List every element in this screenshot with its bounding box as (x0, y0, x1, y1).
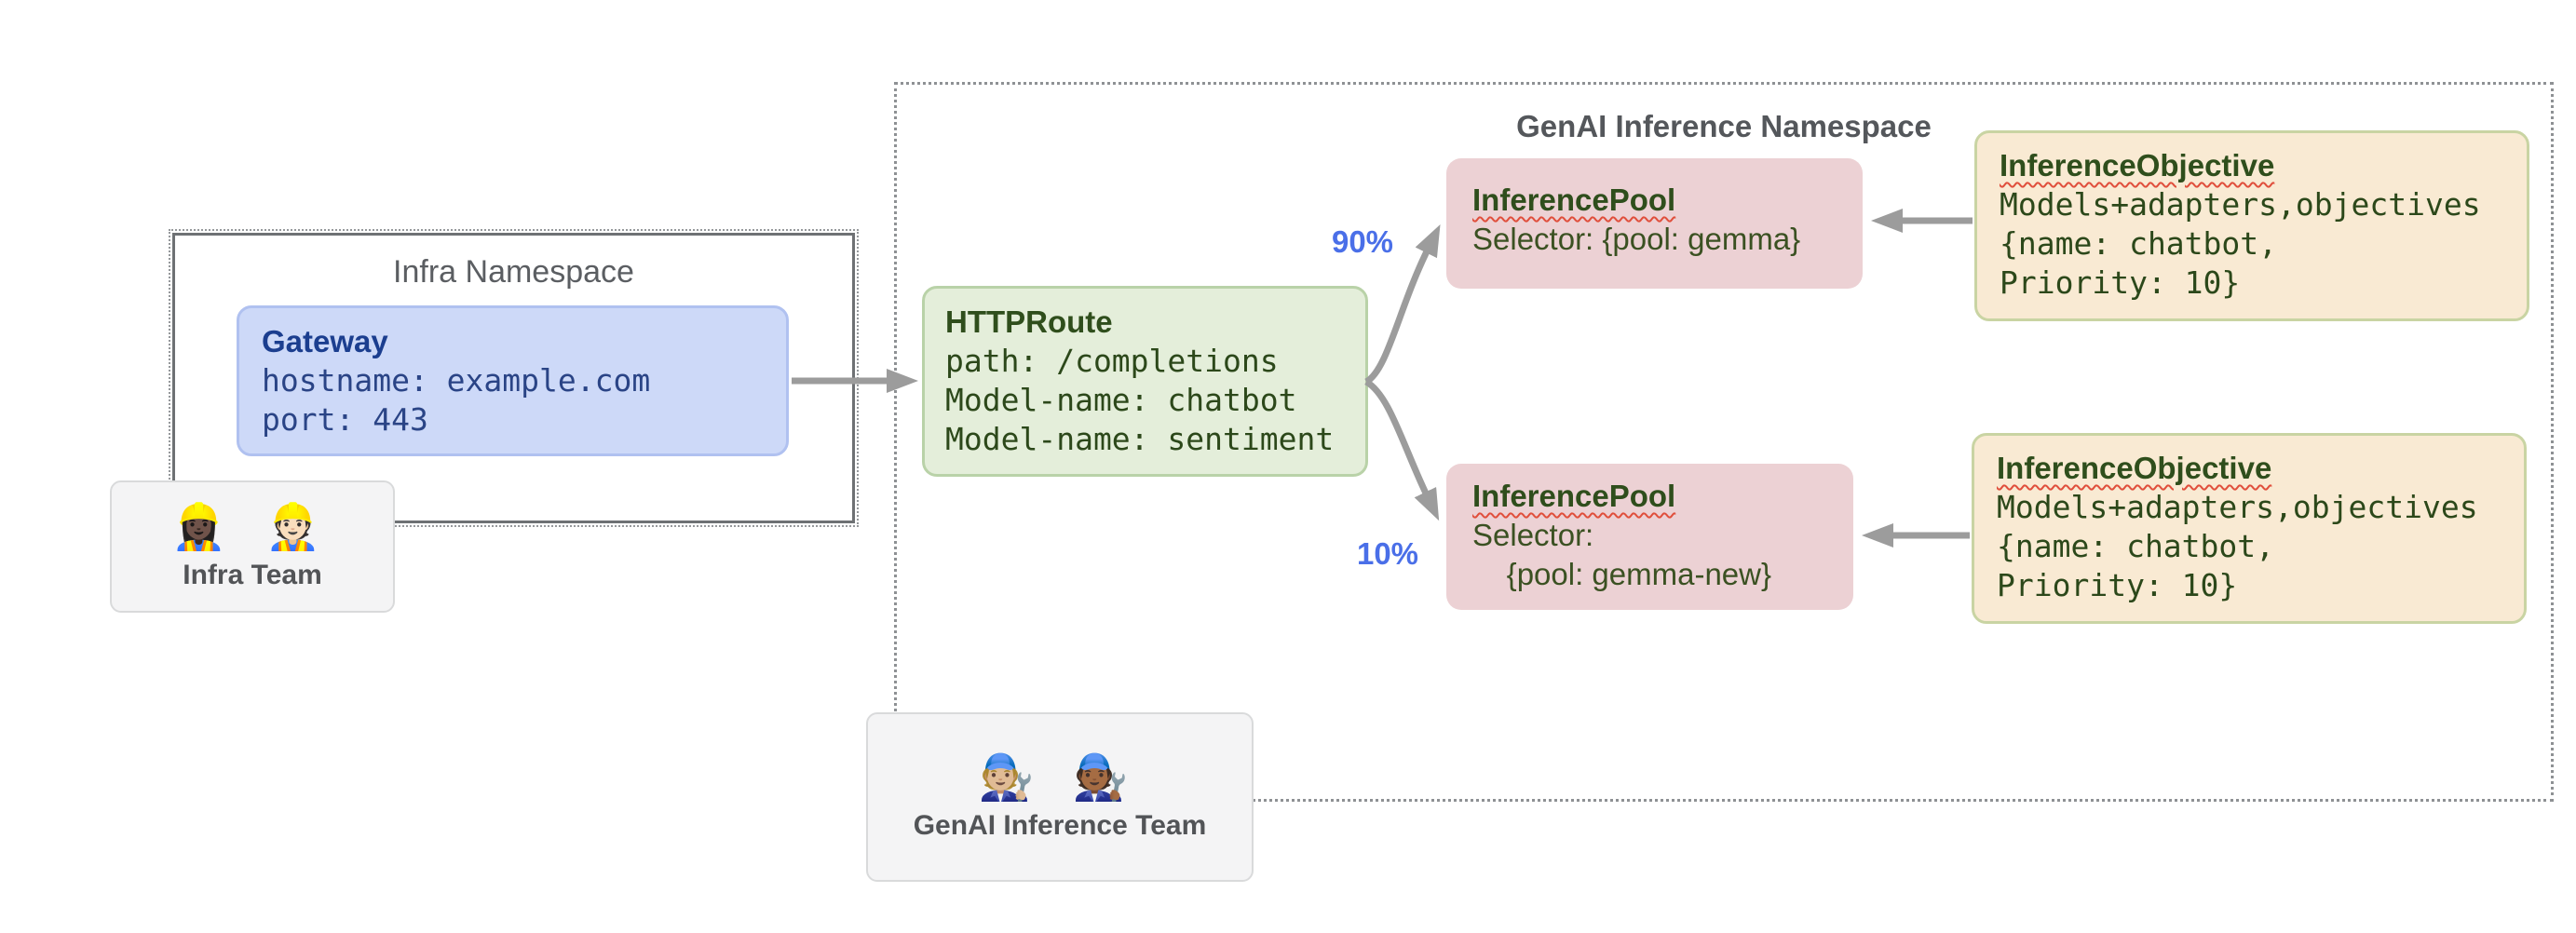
infra-namespace-title: Infra Namespace (393, 254, 634, 290)
genai-team-card: 🧑🏼‍🔧 🧑🏾‍🔧 GenAI Inference Team (866, 712, 1254, 882)
inferenceobjective-top-node: InferenceObjective Models+adapters,objec… (1974, 130, 2529, 321)
inferenceobjective-top-title: InferenceObjective (2000, 148, 2275, 183)
inferencepool-gemma-new-node: InferencePool Selector: {pool: gemma-new… (1446, 464, 1853, 610)
genai-namespace-box: GenAI Inference Namespace (894, 82, 2554, 802)
inferencepool-gemma-new-selector: Selector: (1472, 518, 1594, 552)
gateway-hostname: hostname: example.com (262, 362, 651, 399)
inferencepool-gemma-title: InferencePool (1472, 183, 1676, 217)
infra-team-card: 👷🏿‍♀️ 👷🏻 Infra Team (110, 480, 395, 613)
inferenceobjective-top-priority: Priority: 10} (2000, 264, 2241, 301)
httproute-model-chatbot: Model-name: chatbot (945, 382, 1297, 418)
inferenceobjective-bottom-models: Models+adapters,objectives (1997, 489, 2478, 525)
inferencepool-gemma-selector: Selector: {pool: gemma} (1472, 222, 1801, 256)
construction-worker-emoji: 👷🏿‍♀️ 👷🏻 (170, 503, 334, 552)
httproute-title: HTTPRoute (945, 304, 1113, 339)
infra-team-label: Infra Team (183, 560, 322, 590)
inferenceobjective-bottom-name: {name: chatbot, (1997, 528, 2275, 564)
gateway-port: port: 443 (262, 401, 428, 438)
genai-namespace-title: GenAI Inference Namespace (1516, 109, 1932, 143)
infra-namespace-box: Infra Namespace (169, 229, 859, 527)
inferenceobjective-bottom-node: InferenceObjective Models+adapters,objec… (1972, 433, 2527, 624)
traffic-split-90-label: 90% (1331, 224, 1394, 259)
inferenceobjective-top-name: {name: chatbot, (2000, 225, 2278, 262)
httproute-path: path: /completions (945, 343, 1279, 379)
mechanic-emoji: 🧑🏼‍🔧 🧑🏾‍🔧 (978, 753, 1142, 803)
inferencepool-gemma-new-selector-value: {pool: gemma-new} (1472, 557, 1772, 591)
httproute-node: HTTPRoute path: /completions Model-name:… (922, 286, 1368, 477)
inferenceobjective-bottom-title: InferenceObjective (1997, 451, 2272, 485)
genai-team-label: GenAI Inference Team (913, 810, 1207, 841)
inferenceobjective-bottom-priority: Priority: 10} (1997, 567, 2238, 603)
traffic-split-10-label: 10% (1356, 536, 1419, 571)
gateway-title: Gateway (262, 324, 388, 358)
inferencepool-gemma-node: InferencePool Selector: {pool: gemma} (1446, 158, 1863, 289)
inferenceobjective-top-models: Models+adapters,objectives (2000, 186, 2481, 223)
gateway-node: Gateway hostname: example.com port: 443 (237, 305, 789, 456)
inferencepool-gemma-new-title: InferencePool (1472, 479, 1676, 513)
httproute-model-sentiment: Model-name: sentiment (945, 421, 1335, 457)
